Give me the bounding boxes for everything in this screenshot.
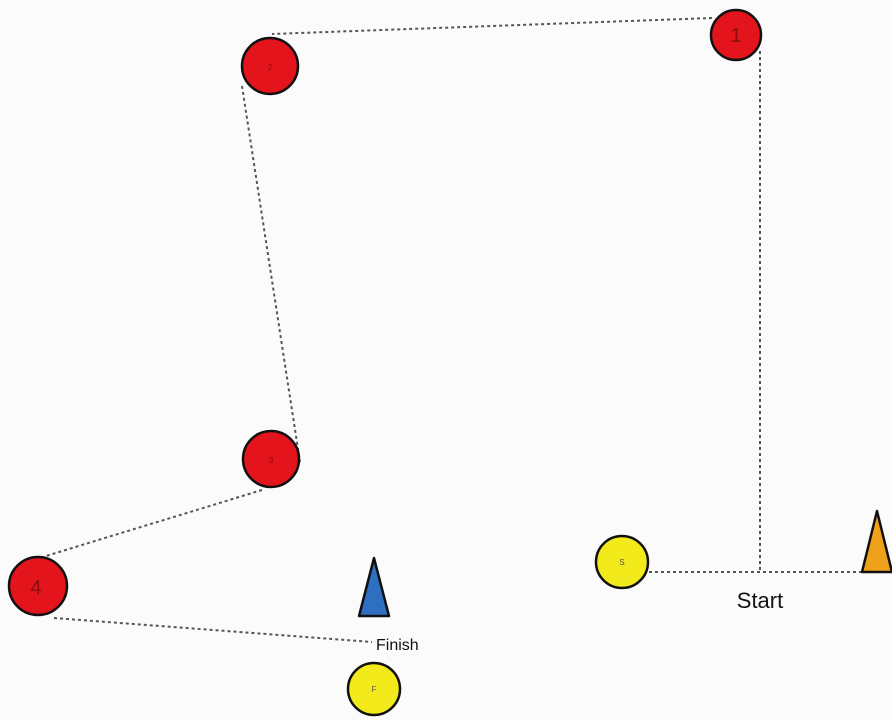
marker-f: F [346, 661, 402, 717]
red-cone-icon [7, 555, 69, 617]
marker-2-label: 2 [268, 63, 273, 72]
marker-3: 3 [241, 429, 301, 489]
yellow-cone-icon [346, 661, 402, 717]
marker-f-label: F [372, 685, 377, 694]
route-2-to-3 [241, 85, 301, 463]
marker-4-label: 4 [30, 577, 41, 599]
red-cone-icon [709, 8, 763, 62]
red-cone-icon [240, 36, 300, 96]
route-3-to-4 [45, 489, 263, 557]
marker-1-label: 1 [730, 25, 741, 47]
start-label: Start [737, 588, 783, 613]
marker-s: S [594, 534, 650, 590]
marker-s-label: S [619, 558, 624, 567]
start-flag-icon [860, 509, 892, 574]
marker-1: 1 [709, 8, 763, 62]
marker-4: 4 [7, 555, 69, 617]
route-4-to-finish [53, 617, 373, 643]
marker-3-label: 3 [269, 456, 274, 465]
yellow-cone-icon [594, 534, 650, 590]
marker-2: 2 [240, 36, 300, 96]
finish-flag-icon [357, 556, 391, 618]
red-cone-icon [241, 429, 301, 489]
finish-label: Finish [376, 637, 419, 654]
route-lines [45, 17, 868, 643]
route-1-to-2 [271, 17, 713, 35]
